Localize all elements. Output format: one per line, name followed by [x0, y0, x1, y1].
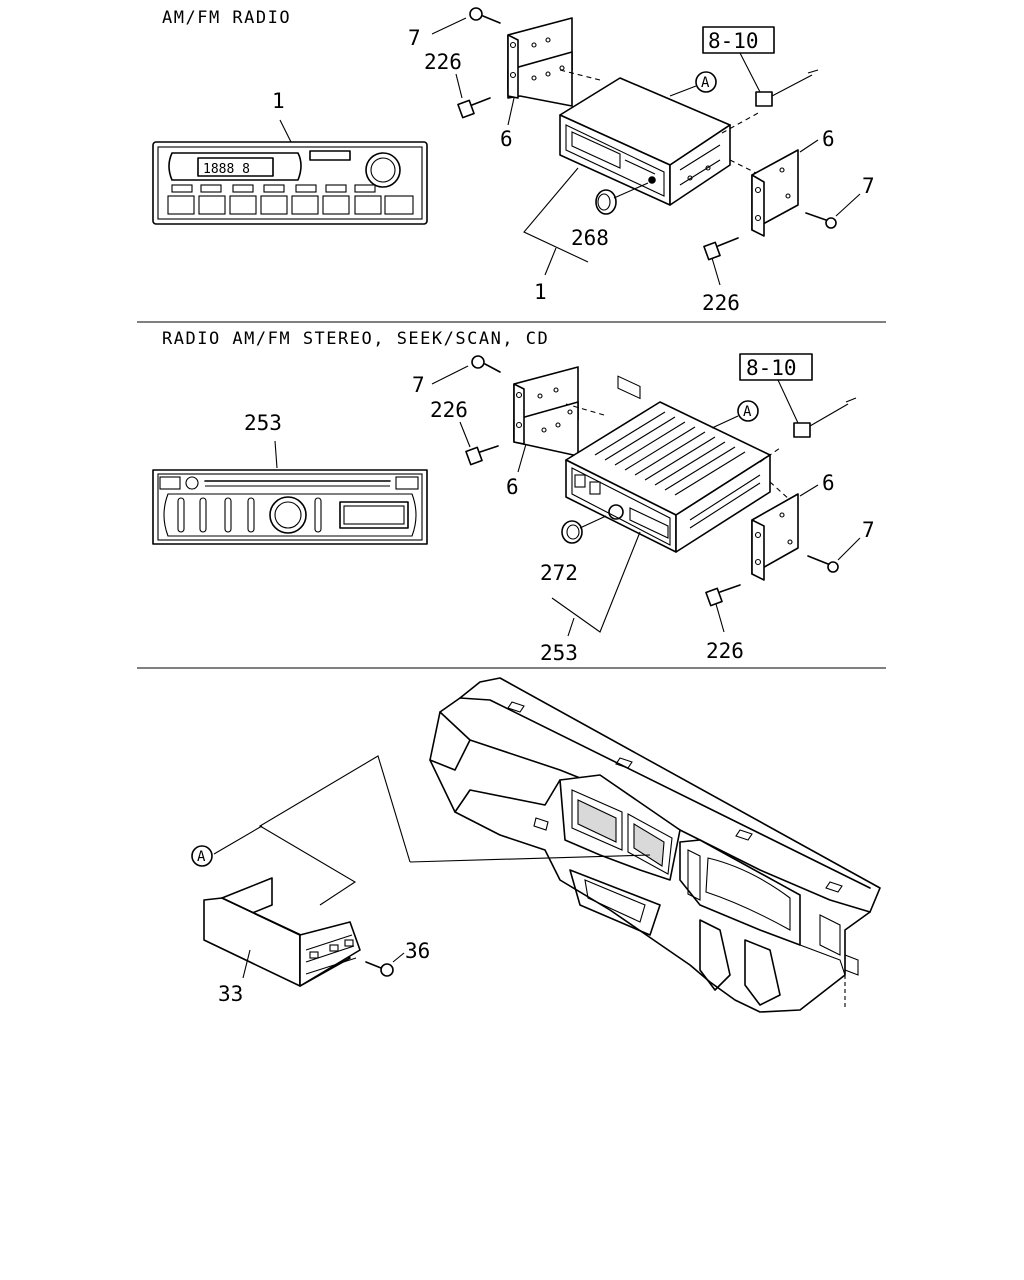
section-am-fm-radio: AM/FM RADIO 1888 8	[152, 7, 875, 400]
callout-screw-right: 7	[862, 518, 875, 542]
ref-box-label: 8-10	[746, 356, 797, 380]
ref-circle-a-2: A	[711, 400, 759, 429]
callout-bracket-right: 6	[822, 471, 835, 495]
ref-box-8-10: 8-10	[739, 353, 857, 438]
callout-radio-front: 1	[272, 89, 285, 113]
callout-radio-unit: 253	[540, 641, 578, 665]
bracket-right: 6	[751, 471, 835, 581]
callout-bolt-bottom: 226	[706, 639, 744, 663]
callout-knob: 272	[540, 561, 578, 585]
knob-268: 268	[571, 182, 649, 250]
radio-unit: 1	[523, 69, 761, 400]
callout-screw-top: 7	[412, 373, 425, 397]
callout-bracket-left: 6	[500, 127, 513, 151]
callout-knob: 268	[571, 226, 609, 250]
cd-radio-front-view: 253	[152, 411, 428, 545]
callout-radio-unit: 1	[534, 280, 547, 304]
callout-bracket-left: 6	[506, 475, 519, 499]
callout-bracket-right: 6	[822, 127, 835, 151]
ref-box-8-10: 8-10	[702, 26, 819, 107]
radio-front-view: 1888 8	[152, 89, 428, 225]
bolt-top: 226	[430, 398, 499, 466]
callout-screw: 36	[405, 939, 430, 963]
bracket-left: 6	[500, 17, 573, 151]
pocket-leader: A	[191, 755, 651, 906]
callout-bolt-bottom: 226	[702, 291, 740, 315]
section-cd-radio: RADIO AM/FM STEREO, SEEK/SCAN, CD 253	[152, 329, 875, 665]
screw-36: 36	[365, 939, 430, 977]
bracket-left: 6	[506, 366, 579, 499]
radio-display-text: 1888 8	[203, 162, 250, 177]
callout-screw-right: 7	[862, 174, 875, 198]
section-title: RADIO AM/FM STEREO, SEEK/SCAN, CD	[162, 329, 549, 349]
section-title: AM/FM RADIO	[162, 8, 291, 28]
callout-bolt-top: 226	[424, 50, 462, 74]
bolt-top: 226	[424, 50, 491, 119]
ref-box-label: 8-10	[708, 29, 759, 53]
callout-bolt-top: 226	[430, 398, 468, 422]
dashboard-panel	[429, 677, 881, 1013]
screw-right: 7	[805, 174, 875, 229]
callout-radio-front: 253	[244, 411, 282, 435]
callout-pocket: 33	[218, 982, 243, 1006]
ref-circle-label: A	[701, 75, 710, 91]
bolt-bottom: 226	[702, 237, 740, 315]
screw-top: 7	[412, 355, 501, 397]
screw-top: 7	[408, 7, 501, 50]
knob-272: 272	[540, 515, 607, 585]
cd-radio-unit: 253	[540, 401, 791, 665]
ref-circle-label: A	[743, 404, 752, 420]
callout-screw-top: 7	[408, 26, 421, 50]
section-dashboard: A 33 36	[191, 677, 881, 1013]
ref-circle-a-1: A	[669, 71, 717, 97]
bracket-right: 6	[751, 127, 835, 237]
radio-pocket: 33	[203, 877, 361, 1006]
bolt-bottom: 226	[705, 584, 744, 663]
screw-right: 7	[807, 518, 875, 573]
ref-circle-label: A	[197, 849, 206, 865]
